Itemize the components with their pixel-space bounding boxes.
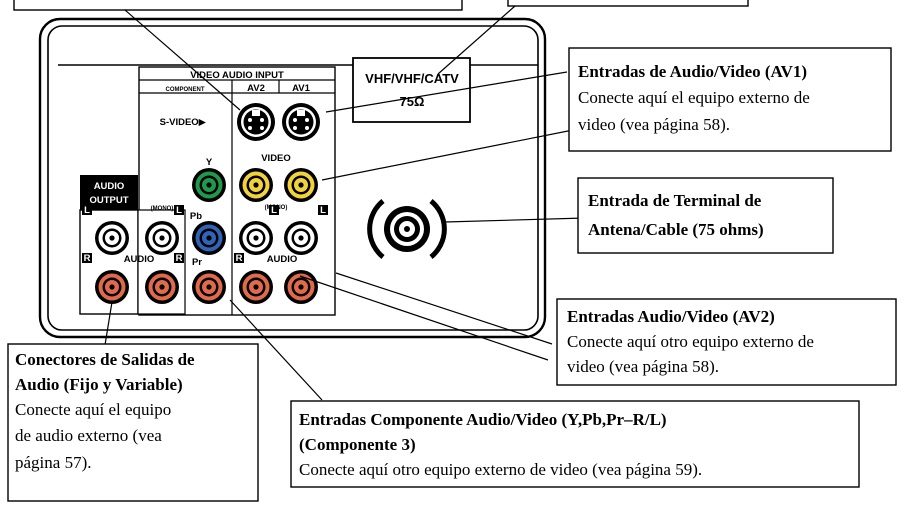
antenna-label-line1: VHF/VHF/CATV (365, 71, 459, 86)
video-label: VIDEO (261, 153, 291, 164)
r-label-av2: R (236, 253, 243, 264)
callout-outputs-line3: página 57). (15, 453, 91, 472)
jack-av2-audio-r (239, 270, 273, 304)
y-label: Y (206, 157, 213, 168)
callout-antenna-line1: Entrada de Terminal de (588, 191, 762, 210)
callout-av2-line2: video (vea página 58). (567, 357, 719, 376)
jack-output-variable-r (145, 270, 179, 304)
audio-label-output: AUDIO (124, 254, 155, 265)
jack-av2-video (239, 168, 273, 202)
av2-label: AV2 (247, 83, 265, 94)
callout-component-title2: (Componente 3) (299, 435, 416, 454)
callout-antenna: Entrada de Terminal de Antena/Cable (75 … (577, 177, 834, 254)
audio-label-input: AUDIO (267, 254, 298, 265)
l-label-variable: L (176, 205, 182, 216)
av1-label: AV1 (292, 83, 310, 94)
jack-av1-video (284, 168, 318, 202)
jack-av1-audio-r (284, 270, 318, 304)
svideo-label: S-VIDEO▶ (160, 117, 207, 128)
callout-box-top-left (13, 0, 463, 11)
audio-output-label-1: AUDIO (94, 181, 125, 192)
callout-av1-line2: video (vea página 58). (578, 115, 730, 134)
callout-antenna-line2: Antena/Cable (75 ohms) (588, 220, 764, 239)
callout-av2: Entradas Audio/Video (AV2) Conecte aquí … (556, 298, 897, 386)
jack-output-variable-l (145, 221, 179, 255)
mono-label-output: (MONO) (151, 206, 174, 212)
callout-outputs-line1: Conecte aquí el equipo (15, 400, 171, 419)
callout-av2-title: Entradas Audio/Video (AV2) (567, 307, 775, 326)
callout-component: Entradas Componente Audio/Video (Y,Pb,Pr… (290, 400, 860, 488)
jack-component-pb (192, 221, 226, 255)
antenna-coax-connector (367, 199, 447, 259)
callout-av1: Entradas de Audio/Video (AV1) Conecte aq… (568, 47, 892, 152)
svideo-jack-av1 (282, 103, 320, 141)
callout-av1-line1: Conecte aquí el equipo externo de (578, 88, 810, 107)
l-label-av2: L (271, 205, 277, 216)
jack-output-fixed-l (95, 221, 129, 255)
callout-component-title1: Entradas Componente Audio/Video (Y,Pb,Pr… (299, 410, 667, 429)
pb-label: Pb (190, 211, 202, 222)
l-label-output: L (84, 205, 90, 216)
svideo-jack-av2 (237, 103, 275, 141)
jack-component-y (192, 168, 226, 202)
callout-av2-line1: Conecte aquí otro equipo externo de (567, 332, 814, 351)
jack-av2-audio-l (239, 221, 273, 255)
leader-lines (104, 5, 586, 401)
l-label-av1: L (320, 205, 326, 216)
component-label: COMPONENT (166, 87, 205, 93)
callout-outputs-line2: de audio externo (vea (15, 426, 162, 445)
pr-label: Pr (192, 257, 202, 268)
video-audio-input-label: VIDEO AUDIO INPUT (190, 70, 284, 81)
callout-outputs-title1: Conectores de Salidas de (15, 350, 195, 369)
jack-output-fixed-r (95, 270, 129, 304)
callout-outputs-title2: Audio (Fijo y Variable) (15, 375, 183, 394)
antenna-label-box: VHF/VHF/CATV 75Ω (352, 57, 471, 123)
jack-component-pr (192, 270, 226, 304)
callout-audio-outputs: Conectores de Salidas de Audio (Fijo y V… (7, 343, 259, 502)
jack-av1-audio-l (284, 221, 318, 255)
antenna-label-line2: 75Ω (400, 94, 425, 109)
callout-box-top-right (507, 0, 749, 7)
r-label-output: R (84, 253, 91, 264)
audio-output-label-2: OUTPUT (89, 195, 128, 206)
callout-component-line1: Conecte aquí otro equipo externo de vide… (299, 460, 702, 479)
r-label-variable: R (176, 253, 183, 264)
callout-av1-title: Entradas de Audio/Video (AV1) (578, 62, 807, 81)
